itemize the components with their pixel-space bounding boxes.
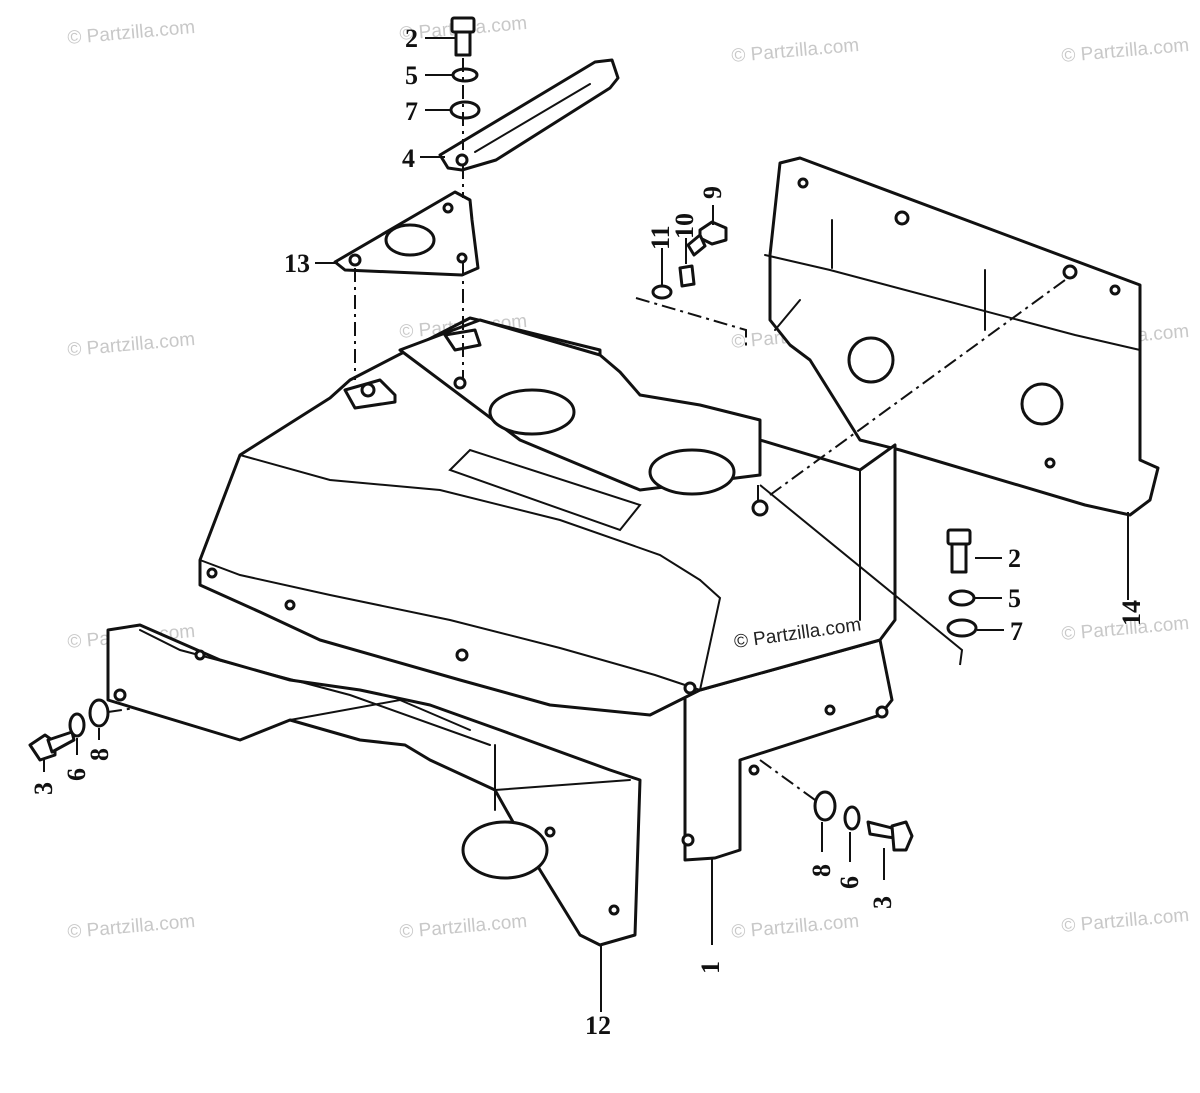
watermark: © Partzilla.com bbox=[731, 35, 860, 67]
bracket-12 bbox=[106, 623, 642, 947]
callout-6: 6 bbox=[835, 876, 864, 889]
watermark: © Partzilla.com bbox=[67, 911, 196, 943]
callout-9: 9 bbox=[698, 186, 727, 199]
hardware-right-stack bbox=[946, 528, 978, 638]
callout-5: 5 bbox=[405, 61, 418, 90]
callout-11: 11 bbox=[646, 225, 675, 250]
hardware-top-stack bbox=[449, 16, 481, 120]
callout-3: 3 bbox=[868, 896, 897, 909]
leader-lines bbox=[43, 37, 1129, 1012]
callouts: 2 5 7 4 13 11 10 9 2 5 7 14 3 6 8 8 6 3 … bbox=[29, 24, 1146, 1040]
mounting-plate-14 bbox=[764, 156, 1160, 517]
plate-13 bbox=[333, 190, 480, 277]
watermark: © Partzilla.com bbox=[1061, 905, 1190, 937]
callout-2: 2 bbox=[1008, 544, 1021, 573]
callout-7: 7 bbox=[1010, 617, 1023, 646]
watermark: © Partzilla.com bbox=[1061, 35, 1190, 67]
callout-2: 2 bbox=[405, 24, 418, 53]
watermark: © Partzilla.com bbox=[399, 911, 528, 943]
hardware-left-stack bbox=[28, 698, 110, 762]
callout-5: 5 bbox=[1008, 584, 1021, 613]
watermark: © Partzilla.com bbox=[731, 911, 860, 943]
callout-14: 14 bbox=[1117, 600, 1146, 626]
callout-8: 8 bbox=[85, 748, 114, 761]
callout-12: 12 bbox=[585, 1011, 611, 1040]
housing-1 bbox=[198, 316, 897, 862]
watermark: © Partzilla.com bbox=[67, 17, 196, 49]
callout-10: 10 bbox=[670, 213, 699, 239]
hardware-bottom-stack bbox=[813, 790, 914, 852]
callout-1: 1 bbox=[696, 961, 725, 974]
watermark: © Partzilla.com bbox=[67, 329, 196, 361]
callout-13: 13 bbox=[284, 249, 310, 278]
callout-3: 3 bbox=[29, 782, 58, 795]
callout-6: 6 bbox=[62, 768, 91, 781]
strap-4 bbox=[438, 58, 620, 172]
hardware-9-10-11 bbox=[651, 220, 728, 300]
callout-8: 8 bbox=[807, 864, 836, 877]
callout-7: 7 bbox=[405, 97, 418, 126]
callout-4: 4 bbox=[402, 144, 415, 173]
